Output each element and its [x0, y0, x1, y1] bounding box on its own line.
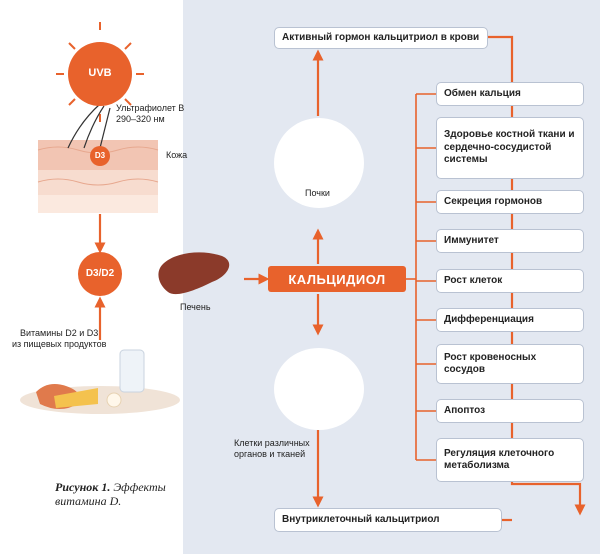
food-illustration — [20, 349, 180, 414]
food-label-line2: из пищевых продуктов — [12, 339, 107, 349]
uv-label-line2: 290–320 нм — [116, 114, 165, 124]
effect-differentiation: Дифференциация — [436, 308, 584, 332]
intracellular-calcitriol-box: Внутриклеточный кальцитриол — [274, 508, 502, 532]
liver-icon — [158, 252, 230, 295]
effect-hormone-secretion: Секреция гормонов — [436, 190, 584, 214]
kidneys-label: Почки — [305, 188, 330, 198]
effect-connectors — [406, 93, 436, 461]
caption-line2: витамина D. — [55, 494, 122, 509]
effect-immunity: Иммунитет — [436, 229, 584, 253]
sun-label: UVB — [88, 67, 112, 79]
flow-arrows — [94, 35, 586, 522]
cells-circle — [274, 348, 364, 430]
calcidiol-box: КАЛЬЦИДИОЛ — [268, 266, 406, 292]
caption-rest: Эффекты — [110, 480, 166, 494]
skin-label: Кожа — [166, 150, 188, 160]
food-label-line1: Витамины D2 и D3 — [20, 328, 99, 338]
effect-apoptosis: Апоптоз — [436, 399, 584, 423]
d3d2-badge-text: D3/D2 — [85, 268, 115, 279]
effect-calcium-metabolism: Обмен кальция — [436, 82, 584, 106]
skin-d3-badge-text: D3 — [94, 151, 106, 160]
effect-cell-growth: Рост клеток — [436, 269, 584, 293]
sun-rays — [56, 22, 144, 122]
cells-label-line2: органов и тканей — [234, 449, 306, 459]
effect-vessel-growth: Рост кровеносных сосудов — [436, 344, 584, 384]
cells-label-line1: Клетки различных — [234, 438, 310, 448]
uv-label-line1: Ультрафиолет B — [116, 103, 185, 113]
effect-bone-cardiovascular: Здоровье костной ткани и сердечно-сосуди… — [436, 117, 584, 179]
active-calcitriol-box: Активный гормон кальцитриол в крови — [274, 27, 488, 49]
kidneys-circle — [274, 118, 364, 208]
d3d2-badge — [78, 252, 122, 296]
sun-icon — [68, 42, 132, 106]
liver-label: Печень — [180, 302, 211, 312]
effect-cell-metabolism: Регуляция клеточного метаболизма — [436, 438, 584, 482]
figure-caption: Рисунок 1. Эффекты витамина D. — [55, 480, 166, 509]
uv-rays — [67, 103, 111, 149]
skin-d3-badge — [90, 146, 110, 166]
caption-bold: Рисунок 1. — [55, 480, 111, 494]
